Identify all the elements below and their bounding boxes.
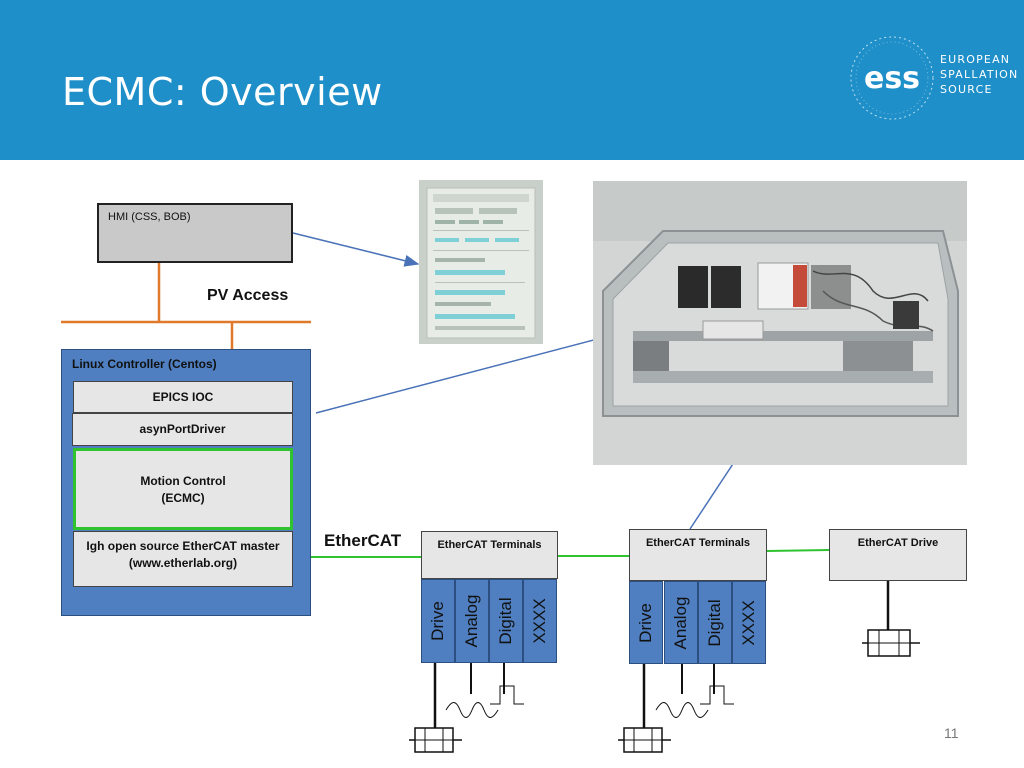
logo-line-2: SPALLATION — [940, 68, 1019, 81]
terminal-slot-analog: Analog — [455, 579, 489, 663]
ess-logo: ess EUROPEAN SPALLATION SOURCE — [846, 32, 1018, 124]
epics-ioc-box: EPICS IOC — [73, 381, 293, 413]
linux-controller-label: Linux Controller (Centos) — [72, 357, 217, 371]
ess-logo-mark: ess — [864, 61, 920, 96]
terminal-slot-xxxx: XXXX — [732, 581, 766, 664]
motion-control-line-1: Motion Control — [140, 474, 226, 488]
motion-control-box: Motion Control (ECMC) — [73, 448, 293, 530]
page-title: ECMC: Overview — [62, 70, 383, 114]
ess-logo-icon: ess — [850, 36, 934, 120]
motion-control-line-2: (ECMC) — [161, 491, 205, 505]
terminal-slot-drive: Drive — [421, 579, 455, 663]
page-number: 11 — [944, 725, 959, 741]
hmi-screenshot-photo — [419, 180, 543, 344]
igh-line-2: (www.etherlab.org) — [128, 556, 238, 570]
ethercat-master-box: Igh open source EtherCAT master (www.eth… — [73, 531, 293, 587]
ethercat-terminals-box-2: EtherCAT Terminals — [629, 529, 767, 581]
title-banner: ECMC: Overview ess EUROPEAN SPALLATION S… — [0, 0, 1024, 160]
terminal-slot-drive: Drive — [629, 581, 663, 664]
hmi-arrow — [292, 232, 420, 267]
motor-icon — [862, 629, 920, 657]
terminal-slot-digital: Digital — [489, 579, 523, 663]
asyn-port-driver-box: asynPortDriver — [72, 413, 293, 446]
analog-wave-icon — [655, 702, 709, 718]
hardware-photo — [593, 181, 967, 465]
igh-line-1: Igh open source EtherCAT master — [86, 539, 280, 553]
digital-pulse-icon — [700, 685, 734, 705]
terminal-slot-analog: Analog — [664, 581, 698, 664]
pv-access-label: PV Access — [207, 287, 289, 304]
digital-pulse-icon — [490, 685, 524, 705]
logo-line-1: EUROPEAN — [940, 53, 1011, 66]
ethercat-terminals-box-1: EtherCAT Terminals — [421, 531, 558, 579]
terminal-slot-digital: Digital — [698, 581, 732, 664]
ethercat-drive-box: EtherCAT Drive — [829, 529, 967, 581]
terminal-slot-xxxx: XXXX — [523, 579, 557, 663]
analog-wave-icon — [445, 702, 499, 718]
ethercat-label: EtherCAT — [324, 531, 402, 550]
hmi-box: HMI (CSS, BOB) — [97, 203, 293, 263]
motor-icon — [618, 727, 671, 753]
ess-logo-text: EUROPEAN SPALLATION SOURCE — [940, 52, 1018, 97]
motor-icon — [409, 727, 462, 753]
logo-line-3: SOURCE — [940, 83, 993, 96]
ethercat-bus-line-3 — [766, 549, 830, 552]
